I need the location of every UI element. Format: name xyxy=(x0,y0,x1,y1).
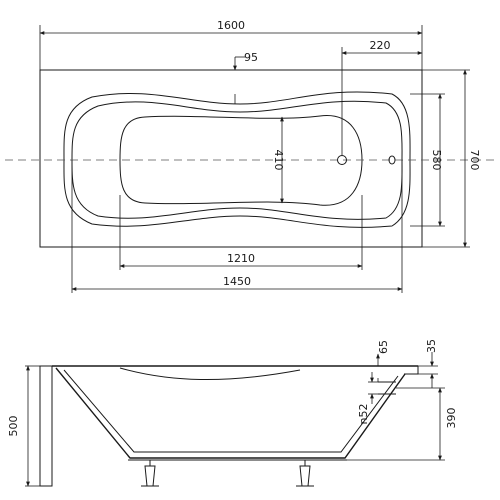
dim-inner-width: 410 xyxy=(272,150,285,171)
bowl-inner-contour xyxy=(71,100,403,220)
side-panel xyxy=(39,365,53,487)
dim-overflow-offset: 65 xyxy=(377,340,390,354)
dim-rim-thickness: 35 xyxy=(425,339,438,353)
dim-drain-offset: 220 xyxy=(370,39,391,52)
dim-inner-length: 1210 xyxy=(227,252,255,265)
dim-overflow-hole: n52 xyxy=(357,404,370,425)
tub-body-outer xyxy=(55,367,406,459)
dim-bowl-width: 580 xyxy=(430,150,443,171)
dim-total-width: 700 xyxy=(468,150,481,171)
side-view: 500 65 35 n52 390 xyxy=(7,339,458,487)
foot-right xyxy=(296,460,314,487)
dim-rim-width: 95 xyxy=(244,51,258,64)
drain-hole xyxy=(337,155,347,165)
backrest-curve xyxy=(119,367,301,380)
overflow-hole xyxy=(388,155,396,165)
dim-total-height: 500 xyxy=(7,416,20,437)
tub-body-inner xyxy=(63,369,399,453)
tub-outer-rim xyxy=(39,69,423,248)
basin-bottom xyxy=(119,115,363,206)
bowl-outer-contour xyxy=(63,91,411,228)
dim-bowl-length: 1450 xyxy=(223,275,251,288)
rim-lip xyxy=(404,365,419,375)
dim-total-length: 1600 xyxy=(217,19,245,32)
dim-overflow-height: 390 xyxy=(445,408,458,429)
foot-left xyxy=(141,460,159,487)
top-view: 1600 220 95 410 580 700 1210 1450 xyxy=(5,19,495,293)
